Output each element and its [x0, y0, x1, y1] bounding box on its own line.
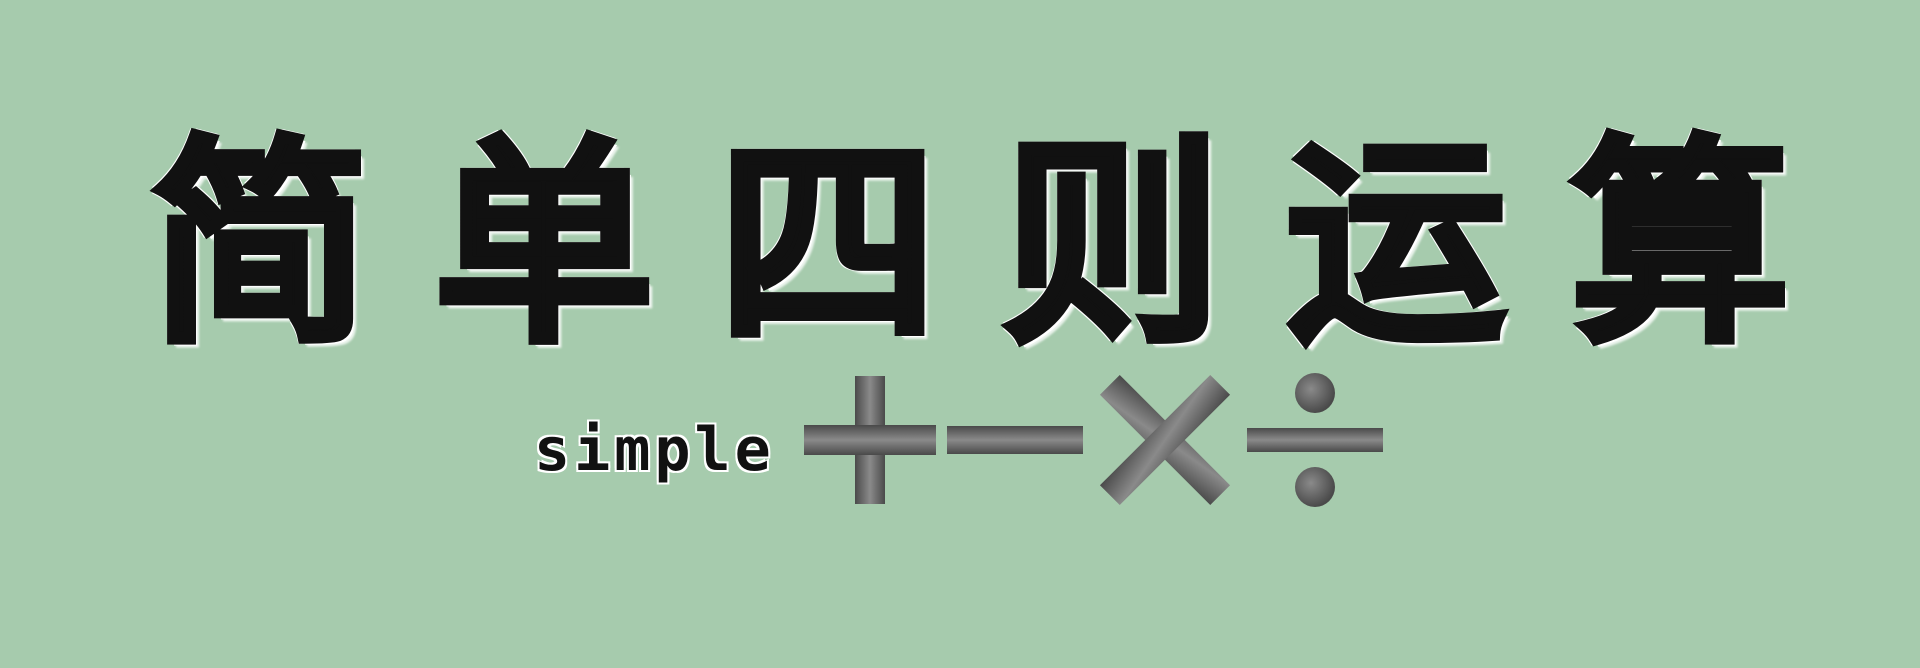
operator-row: [790, 370, 1390, 520]
plus-icon: [804, 376, 936, 504]
times-icon: [1099, 374, 1231, 506]
page-title: 简 单 四 则 运 算: [147, 95, 1793, 395]
title-char-1: 简: [147, 114, 373, 376]
title-char-3: 四: [715, 114, 941, 376]
title-char-6: 算: [1567, 114, 1793, 376]
divide-icon: [1247, 373, 1383, 507]
title-char-2: 单: [431, 114, 657, 376]
minus-icon: [947, 426, 1083, 454]
subtitle: simple: [534, 415, 775, 485]
title-char-4: 则: [999, 114, 1225, 376]
title-char-5: 运: [1283, 114, 1509, 376]
